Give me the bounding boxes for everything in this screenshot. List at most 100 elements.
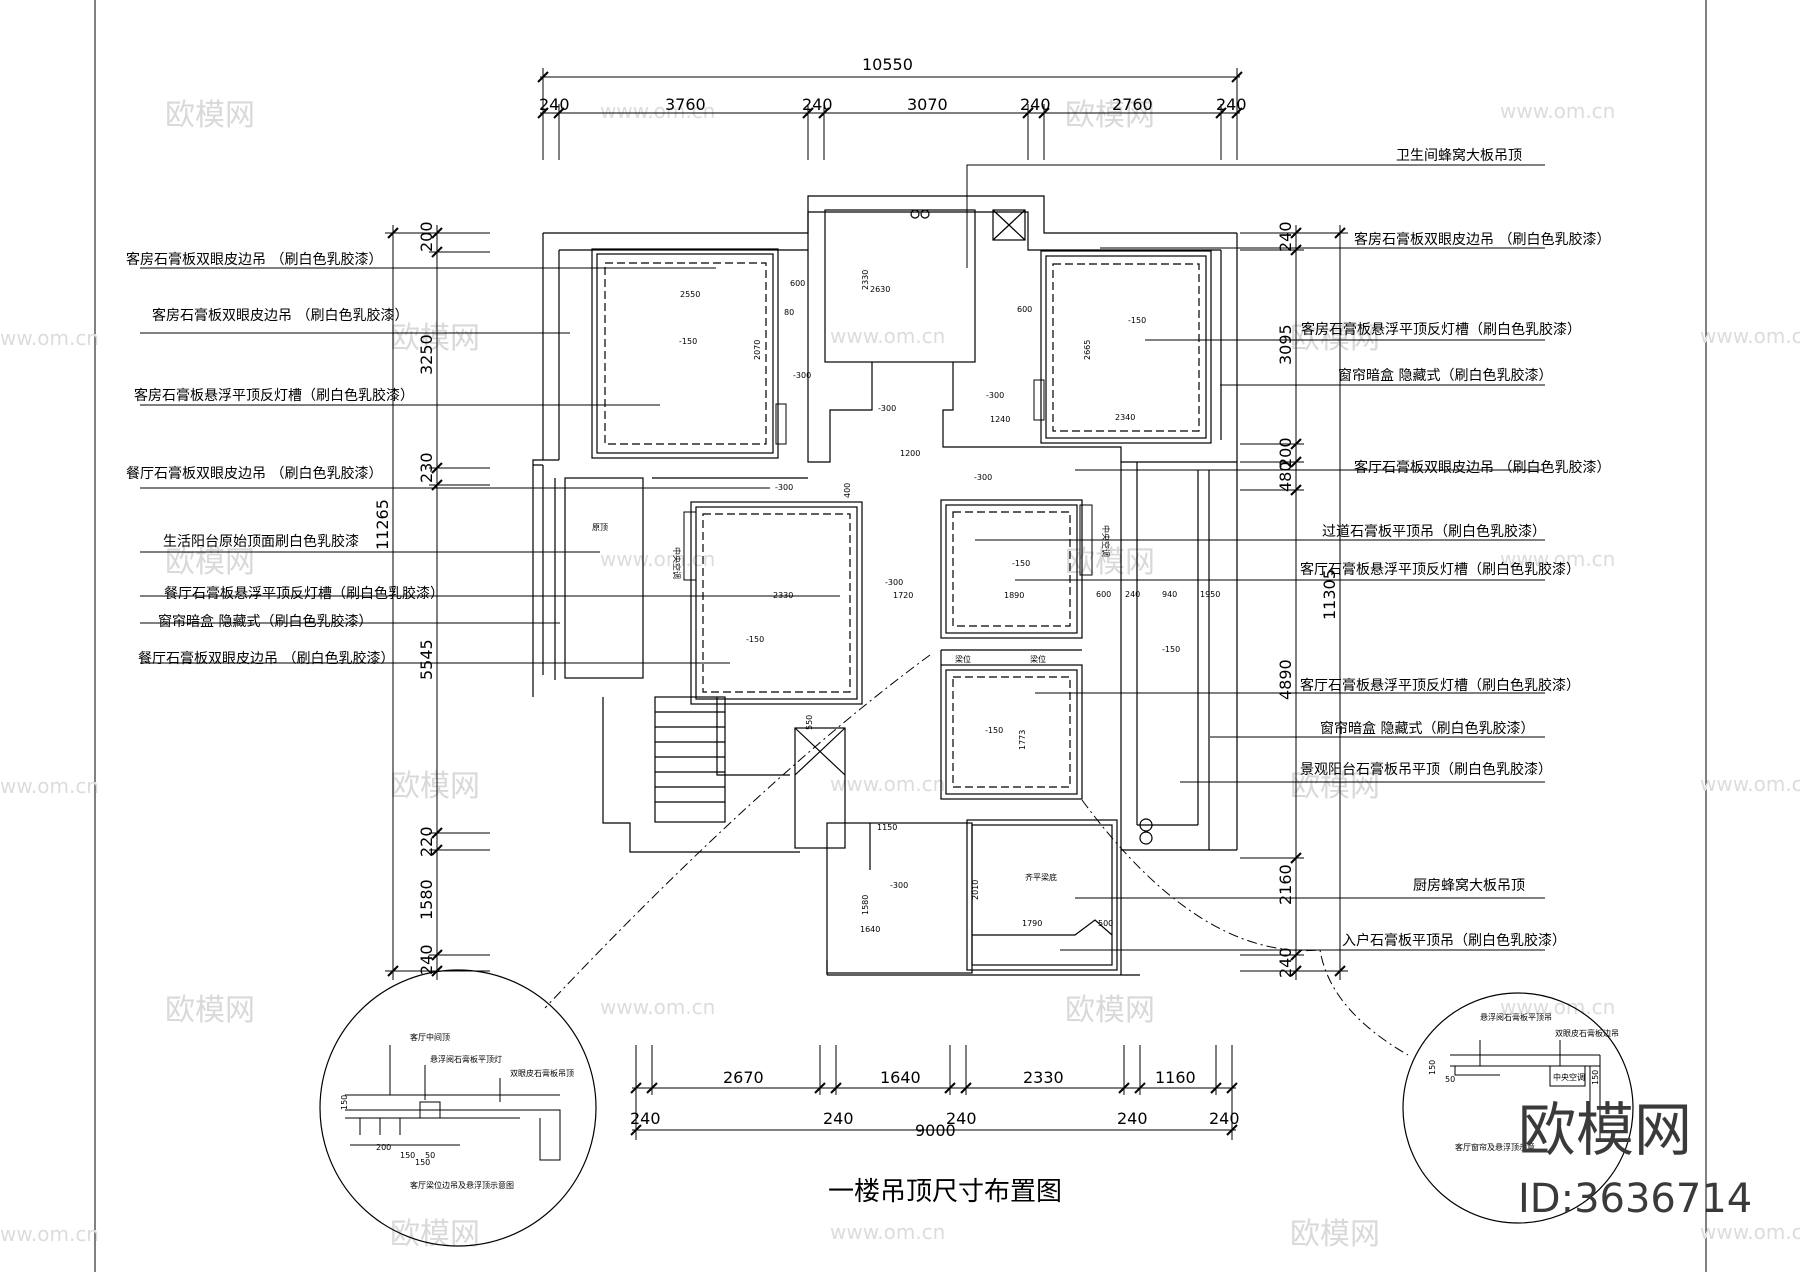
dim-bottom-wall: 240 (1117, 1109, 1148, 1128)
inner-dim: 2550 (680, 290, 700, 299)
watermark-layer: 欧模网 www.om.cn 欧模网 www.om.cn ww.om.cn 欧模网… (0, 98, 1800, 1252)
watermark-url: www.om.cn (1500, 995, 1615, 1019)
right-dimension-chain (1240, 225, 1348, 980)
dim-left-seg: 230 (417, 452, 436, 483)
detail-left-label: 双眼皮石膏板吊顶 (510, 1068, 574, 1078)
inner-dim: 80 (784, 308, 794, 317)
detail-right-dim: 150 (1428, 1060, 1437, 1075)
watermark-url: www.om.cn (600, 99, 715, 123)
left-labels: 客房石膏板双眼皮边吊 （刷白色乳胶漆） 客房石膏板双眼皮边吊 （刷白色乳胶漆） … (126, 251, 444, 667)
dim-bottom-seg: 2670 (723, 1068, 764, 1087)
watermark-url: www.om.cn (830, 772, 945, 796)
inner-dim: 1720 (893, 591, 913, 600)
level-mark: -300 (793, 371, 811, 380)
brand-id: ID:3636714 (1518, 1176, 1752, 1222)
level-mark: -150 (679, 337, 697, 346)
level-mark: -150 (1162, 645, 1180, 654)
label-right: 厨房蜂窝大板吊顶 (1413, 877, 1525, 894)
detail-left-label: 悬浮阅石膏板平顶灯 (430, 1054, 502, 1064)
watermark-url: www.om.cn (1700, 772, 1800, 796)
brand-logo-text: 欧模网 (1518, 1096, 1692, 1164)
dim-top-seg: 240 (802, 95, 833, 114)
top-dimension-chain (537, 68, 1243, 160)
dim-left-seg: 5545 (417, 639, 436, 680)
label-left: 窗帘暗盒 隐藏式（刷白色乳胶漆） (158, 613, 372, 630)
dim-bottom-total: 9000 (915, 1121, 956, 1140)
label-left: 客房石膏板双眼皮边吊 （刷白色乳胶漆） (126, 251, 382, 268)
inner-dim: 2665 (1083, 340, 1092, 360)
level-mark: -300 (974, 473, 992, 482)
right-labels: 卫生间蜂窝大板吊顶 客房石膏板双眼皮边吊 （刷白色乳胶漆） 客房石膏板悬浮平顶反… (1300, 147, 1610, 949)
inner-dim: 1773 (1018, 730, 1027, 750)
label-right: 客房石膏板悬浮平顶反灯槽（刷白色乳胶漆） (1301, 321, 1581, 338)
detail-left: 客厅中间顶 悬浮阅石膏板平顶灯 双眼皮石膏板吊顶 客厅梁位边吊及悬浮顶示意图 1… (319, 969, 597, 1247)
original-top: 原顶 (592, 523, 608, 532)
watermark-url: www.om.cn (830, 1220, 945, 1244)
watermark-cn: 欧模网 (1290, 321, 1380, 356)
label-right: 窗帘暗盒 隐藏式（刷白色乳胶漆） (1320, 720, 1534, 737)
detail-right-label: 悬浮阅石膏板平顶吊 (1480, 1012, 1552, 1022)
watermark-cn: 欧模网 (1290, 769, 1380, 804)
watermark-url: www.om.cn (1500, 547, 1615, 571)
label-left: 餐厅石膏板双眼皮边吊 （刷白色乳胶漆） (138, 650, 394, 667)
drawing-title: 一楼吊顶尺寸布置图 (828, 1177, 1062, 1207)
dim-bottom-seg: 1640 (880, 1068, 921, 1087)
watermark-cn: 欧模网 (165, 98, 255, 133)
detail-right-caption: 客厅窗帘及悬浮顶示意 (1455, 1142, 1535, 1152)
detail-right-dim: 50 (1445, 1075, 1455, 1084)
dim-left-seg: 200 (417, 221, 436, 252)
level-mark: -150 (985, 726, 1003, 735)
watermark-cn: 欧模网 (1290, 1217, 1380, 1252)
label-right: 窗帘暗盒 隐藏式（刷白色乳胶漆） (1338, 367, 1552, 384)
ac-label: 中央空调 (672, 547, 682, 579)
detail-left-label: 客厅中间顶 (410, 1032, 450, 1042)
level-mark: -300 (885, 578, 903, 587)
dim-bottom-wall: 240 (823, 1109, 854, 1128)
dim-right-seg: 2160 (1276, 864, 1295, 905)
detail-right-label: 中央空调 (1553, 1072, 1585, 1082)
watermark-url: ww.om.cn (0, 326, 99, 350)
detail-link-right (1081, 799, 1409, 1056)
inner-dim: 600 (790, 279, 805, 288)
detail-left-dim: 150 (415, 1158, 430, 1167)
inner-dim: 2070 (753, 340, 762, 360)
label-left: 客房石膏板悬浮平顶反灯槽（刷白色乳胶漆） (134, 387, 414, 404)
label-right: 客厅石膏板悬浮平顶反灯槽（刷白色乳胶漆） (1300, 561, 1580, 578)
detail-left-dim: 50 (425, 1151, 435, 1160)
inner-dim: 2340 (1115, 413, 1135, 422)
label-right: 卫生间蜂窝大板吊顶 (1396, 147, 1522, 164)
inner-dim: 2010 (971, 880, 980, 900)
watermark-cn: 欧模网 (390, 769, 480, 804)
level-mark: -150 (1128, 316, 1146, 325)
flush-beam-label: 齐平梁底 (1025, 872, 1057, 882)
detail-link-left (544, 654, 931, 1009)
detail-left-dim: 150 (400, 1151, 415, 1160)
watermark-url: www.om.cn (600, 995, 715, 1019)
inner-dim: 1950 (1200, 590, 1220, 599)
label-right: 过道石膏板平顶吊（刷白色乳胶漆） (1322, 523, 1546, 540)
watermark-url: www.om.cn (1500, 99, 1615, 123)
inner-dim: 1200 (900, 449, 920, 458)
label-left: 生活阳台原始顶面刷白色乳胶漆 (163, 533, 359, 550)
floor-plan-walls (532, 195, 1238, 976)
dim-top-total: 10550 (862, 55, 913, 74)
label-right: 客房石膏板双眼皮边吊 （刷白色乳胶漆） (1354, 231, 1610, 248)
inner-dimensions: 2550 2070 600 2630 2330 80 600 2665 2340… (680, 270, 1220, 934)
detail-left-dim: 200 (376, 1143, 391, 1152)
detail-left-caption: 客厅梁位边吊及悬浮顶示意图 (410, 1180, 514, 1190)
watermark-url: www.om.cn (830, 324, 945, 348)
inner-dim: 500 (1098, 919, 1113, 928)
inner-dim: 600 (1096, 590, 1111, 599)
left-dimension-chain (385, 225, 490, 980)
label-left: 客房石膏板双眼皮边吊 （刷白色乳胶漆） (152, 307, 408, 324)
dim-bottom-wall: 240 (1209, 1109, 1240, 1128)
inner-dim: 240 (1125, 590, 1140, 599)
level-mark: -300 (986, 391, 1004, 400)
watermark-cn: 欧模网 (165, 993, 255, 1028)
level-mark: -150 (746, 635, 764, 644)
detail-right-dim: 150 (1591, 1070, 1600, 1085)
level-mark: -150 (1012, 559, 1030, 568)
detail-right: 悬浮阅石膏板平顶吊 双眼皮石膏板边吊 中央空调 客厅窗帘及悬浮顶示意 150 5… (1402, 992, 1634, 1224)
